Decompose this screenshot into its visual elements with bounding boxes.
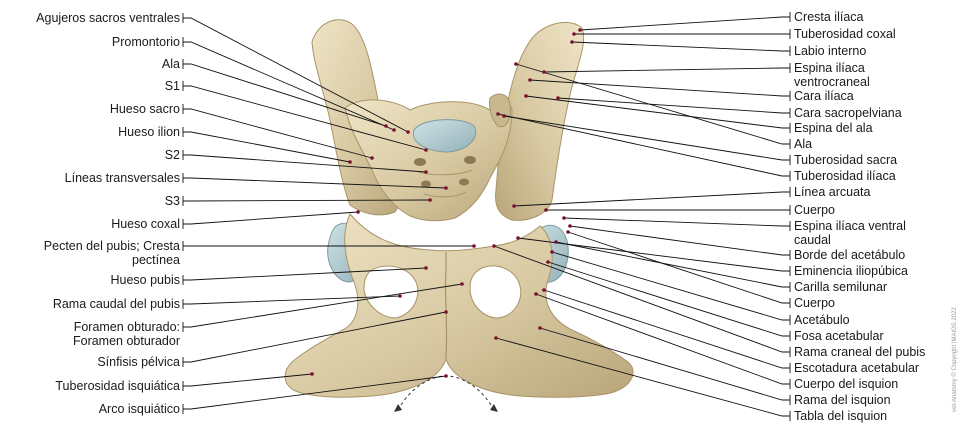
label-hueso-ilion: Hueso ilion: [118, 125, 180, 139]
label-tuberosidad-iliaca: Tuberosidad ilíaca: [794, 169, 896, 183]
acetabulo-leader-line: [552, 252, 790, 320]
hueso-pubis-anchor-point: [424, 266, 428, 270]
cuerpo-ilion-anchor-point: [544, 208, 548, 212]
cresta-iliaca-anchor-point: [578, 28, 582, 32]
labio-interno-anchor-point: [570, 40, 574, 44]
label-tuberosidad-sacra: Tuberosidad sacra: [794, 153, 897, 167]
label-fosa-acetabular: Fosa acetabular: [794, 329, 884, 343]
agujeros-sacros-ventrales-anchor-point: [406, 130, 410, 134]
label-rama-craneal-del-pubis: Rama craneal del pubis: [794, 345, 925, 359]
linea-arcuata-leader-line: [514, 192, 790, 206]
fosa-acetabular-anchor-point: [546, 260, 550, 264]
label-cuerpo-del-isquion: Cuerpo del isquion: [794, 377, 898, 391]
label-tuberosidad-coxal: Tuberosidad coxal: [794, 27, 896, 41]
ischial-arch-arrowhead-right: [490, 404, 498, 412]
eminencia-iliopubica-anchor-point: [516, 236, 520, 240]
cara-sacropelviana-anchor-point: [556, 96, 560, 100]
s2-anchor-point: [424, 170, 428, 174]
label-hueso-coxal: Hueso coxal: [111, 217, 180, 231]
tuberosidad-sacra-anchor-point: [502, 114, 506, 118]
borde-del-acetabulo-anchor-point: [568, 224, 572, 228]
tuberosidad-isquiatica-anchor-point: [310, 372, 314, 376]
label-ala-sacro: Ala: [162, 57, 180, 71]
label-ala-ilion: Ala: [794, 137, 812, 151]
arco-isquiatico-anchor-point: [444, 374, 448, 378]
tuberosidad-iliaca-anchor-point: [496, 112, 500, 116]
hueso-sacro-anchor-point: [370, 156, 374, 160]
cuerpo-del-isquion-anchor-point: [534, 292, 538, 296]
fosa-acetabular-leader-line: [548, 262, 790, 336]
s3-anchor-point: [428, 198, 432, 202]
label-borde-del-acetabulo: Borde del acetábulo: [794, 248, 905, 262]
linea-arcuata-anchor-point: [512, 204, 516, 208]
label-agujeros-sacros-ventrales: Agujeros sacros ventrales: [36, 11, 180, 25]
label-carilla-semilunar: Carilla semilunar: [794, 280, 887, 294]
rama-caudal-del-pubis-anchor-point: [398, 294, 402, 298]
espina-iliaca-ventrocraneal-anchor-point: [542, 70, 546, 74]
cresta-iliaca-leader-line: [580, 17, 790, 30]
label-s2: S2: [165, 148, 180, 162]
label-cara-sacropelviana: Cara sacropelviana: [794, 106, 902, 120]
lineas-transversales-anchor-point: [444, 186, 448, 190]
cara-sacropelviana-leader-line: [558, 98, 790, 113]
copyright-credit: vet-Anatomy © Copyright IMAIOS 2022: [952, 307, 958, 412]
label-lineas-transversales: Líneas transversales: [65, 171, 180, 185]
label-espina-del-ala: Espina del ala: [794, 121, 873, 135]
espina-iliaca-ventrocraneal-leader-line: [544, 68, 790, 72]
hueso-coxal-leader-line: [183, 212, 358, 224]
escotadura-acetabular-anchor-point: [542, 288, 546, 292]
credit-line-1: vet-Anatomy: [952, 378, 958, 412]
ala-ilion-anchor-point: [514, 62, 518, 66]
label-hueso-sacro: Hueso sacro: [110, 102, 180, 116]
label-escotadura-acetabular: Escotadura acetabular: [794, 361, 919, 375]
label-cresta-iliaca: Cresta ilíaca: [794, 10, 863, 24]
label-labio-interno: Labio interno: [794, 44, 866, 58]
pecten-del-pubis-anchor-point: [472, 244, 476, 248]
promontorio-anchor-point: [392, 128, 396, 132]
s1-anchor-point: [424, 148, 428, 152]
label-sinfisis-pelvica: Sínfisis pélvica: [97, 355, 180, 369]
label-espina-iliaca-ventrocraneal: Espina ilíaca ventrocraneal: [794, 61, 870, 89]
label-cuerpo-pubis: Cuerpo: [794, 296, 835, 310]
foramen-obturado-anchor-point: [460, 282, 464, 286]
label-linea-arcuata: Línea arcuata: [794, 185, 870, 199]
rama-craneal-del-pubis-anchor-point: [492, 244, 496, 248]
carilla-semilunar-anchor-point: [554, 240, 558, 244]
hueso-coxal-anchor-point: [356, 210, 360, 214]
label-eminencia-iliopubica: Eminencia iliopúbica: [794, 264, 908, 278]
label-arco-isquiatico: Arco isquiático: [99, 402, 180, 416]
label-rama-caudal-del-pubis: Rama caudal del pubis: [53, 297, 180, 311]
hueso-ilion-anchor-point: [348, 160, 352, 164]
cara-iliaca-anchor-point: [528, 78, 532, 82]
borde-del-acetabulo-leader-line: [570, 226, 790, 255]
espina-iliaca-ventral-caudal-anchor-point: [562, 216, 566, 220]
label-cara-iliaca: Cara ilíaca: [794, 89, 854, 103]
label-s1: S1: [165, 79, 180, 93]
tabla-del-isquion-anchor-point: [494, 336, 498, 340]
label-foramen-obturado: Foramen obturado: Foramen obturador: [73, 320, 180, 348]
label-hueso-pubis: Hueso pubis: [111, 273, 181, 287]
label-promontorio: Promontorio: [112, 35, 180, 49]
labio-interno-leader-line: [572, 42, 790, 51]
espina-del-ala-anchor-point: [524, 94, 528, 98]
carilla-semilunar-leader-line: [556, 242, 790, 287]
label-cuerpo-ilion: Cuerpo: [794, 203, 835, 217]
tuberosidad-coxal-anchor-point: [572, 32, 576, 36]
ala-sacro-anchor-point: [384, 124, 388, 128]
label-acetabulo: Acetábulo: [794, 313, 850, 327]
espina-iliaca-ventral-caudal-leader-line: [564, 218, 790, 226]
label-tuberosidad-isquiatica: Tuberosidad isquiática: [55, 379, 180, 393]
label-pecten-del-pubis: Pecten del pubis; Cresta pectínea: [44, 239, 180, 267]
hueso-ilion-leader-line: [183, 132, 350, 162]
label-rama-del-isquion: Rama del isquion: [794, 393, 891, 407]
label-espina-iliaca-ventral-caudal: Espina ilíaca ventral caudal: [794, 219, 906, 247]
label-s3: S3: [165, 194, 180, 208]
acetabulo-anchor-point: [550, 250, 554, 254]
sinfisis-pelvica-anchor-point: [444, 310, 448, 314]
credit-line-2: © Copyright IMAIOS 2022: [952, 307, 958, 376]
ischial-arch-arrowhead-left: [394, 404, 402, 412]
rama-del-isquion-anchor-point: [538, 326, 542, 330]
cuerpo-pubis-anchor-point: [566, 230, 570, 234]
